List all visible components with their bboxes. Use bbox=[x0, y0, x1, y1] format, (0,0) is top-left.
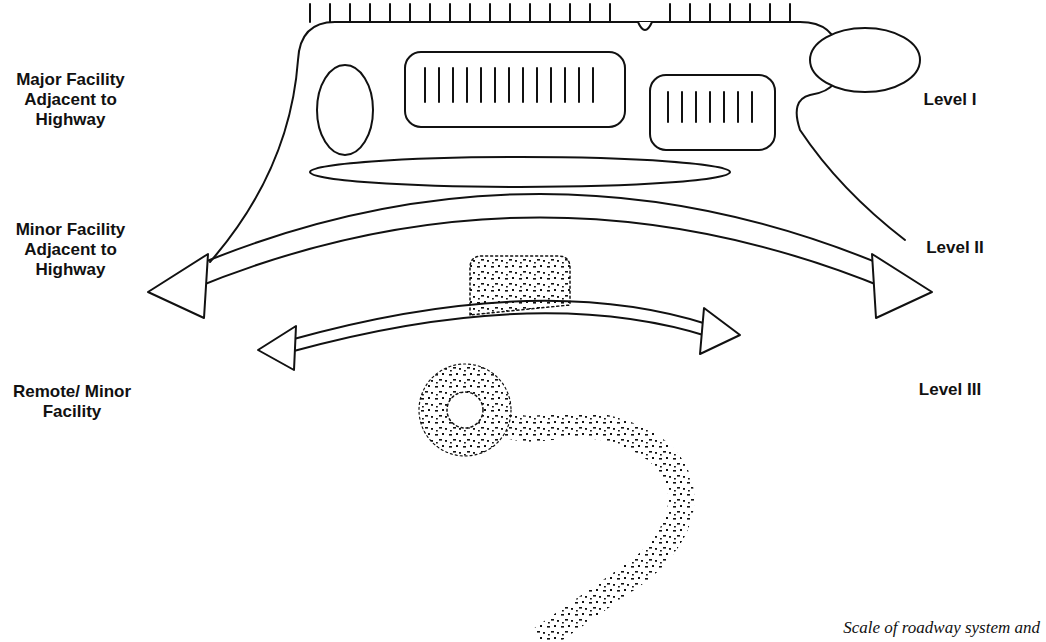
parking-stall bbox=[709, 92, 711, 122]
level-label: Level III bbox=[905, 380, 995, 400]
parking-stall bbox=[667, 92, 669, 122]
parking-stall bbox=[509, 4, 511, 22]
facility-label: Minor Facility Adjacent to Highway bbox=[8, 220, 133, 280]
parking-stall bbox=[578, 68, 580, 102]
parking-stall bbox=[709, 4, 711, 22]
parking-stall bbox=[452, 68, 454, 102]
parking-stall bbox=[723, 92, 725, 122]
parking-stall bbox=[695, 92, 697, 122]
parking-stall bbox=[549, 4, 551, 22]
parking-stall bbox=[449, 4, 451, 22]
parking-stall bbox=[349, 4, 351, 22]
parking-stall bbox=[329, 4, 331, 22]
parking-stall bbox=[536, 68, 538, 102]
parking-stall bbox=[424, 68, 426, 102]
parking-stall bbox=[789, 4, 791, 22]
parking-stall bbox=[466, 68, 468, 102]
parking-stall bbox=[522, 68, 524, 102]
parking-stall bbox=[589, 4, 591, 22]
level-label: Level II bbox=[910, 238, 1000, 258]
parking-stall bbox=[592, 68, 594, 102]
parking-stall bbox=[309, 4, 311, 22]
parking-stall bbox=[480, 68, 482, 102]
parking-stall bbox=[529, 4, 531, 22]
parking-stall bbox=[429, 4, 431, 22]
parking-stall bbox=[569, 4, 571, 22]
parking-stall bbox=[369, 4, 371, 22]
parking-stall bbox=[749, 4, 751, 22]
parking-stall bbox=[769, 4, 771, 22]
parking-stall bbox=[751, 92, 753, 122]
parking-stall bbox=[389, 4, 391, 22]
caption: Scale of roadway system and bbox=[843, 618, 1040, 638]
parking-stall bbox=[669, 4, 671, 22]
parking-stall bbox=[729, 4, 731, 22]
parking-stall bbox=[681, 92, 683, 122]
parking-stall bbox=[550, 68, 552, 102]
parking-stall bbox=[737, 92, 739, 122]
facility-label: Remote/ Minor Facility bbox=[12, 382, 132, 422]
parking-stall bbox=[494, 68, 496, 102]
parking-stall bbox=[564, 68, 566, 102]
parking-stall bbox=[438, 68, 440, 102]
parking-stall bbox=[609, 4, 611, 22]
parking-stall bbox=[469, 4, 471, 22]
parking-stall bbox=[489, 4, 491, 22]
parking-stall bbox=[689, 4, 691, 22]
facility-label: Major Facility Adjacent to Highway bbox=[8, 70, 133, 130]
parking-stall bbox=[508, 68, 510, 102]
parking-stall bbox=[409, 4, 411, 22]
level-label: Level I bbox=[905, 90, 995, 110]
